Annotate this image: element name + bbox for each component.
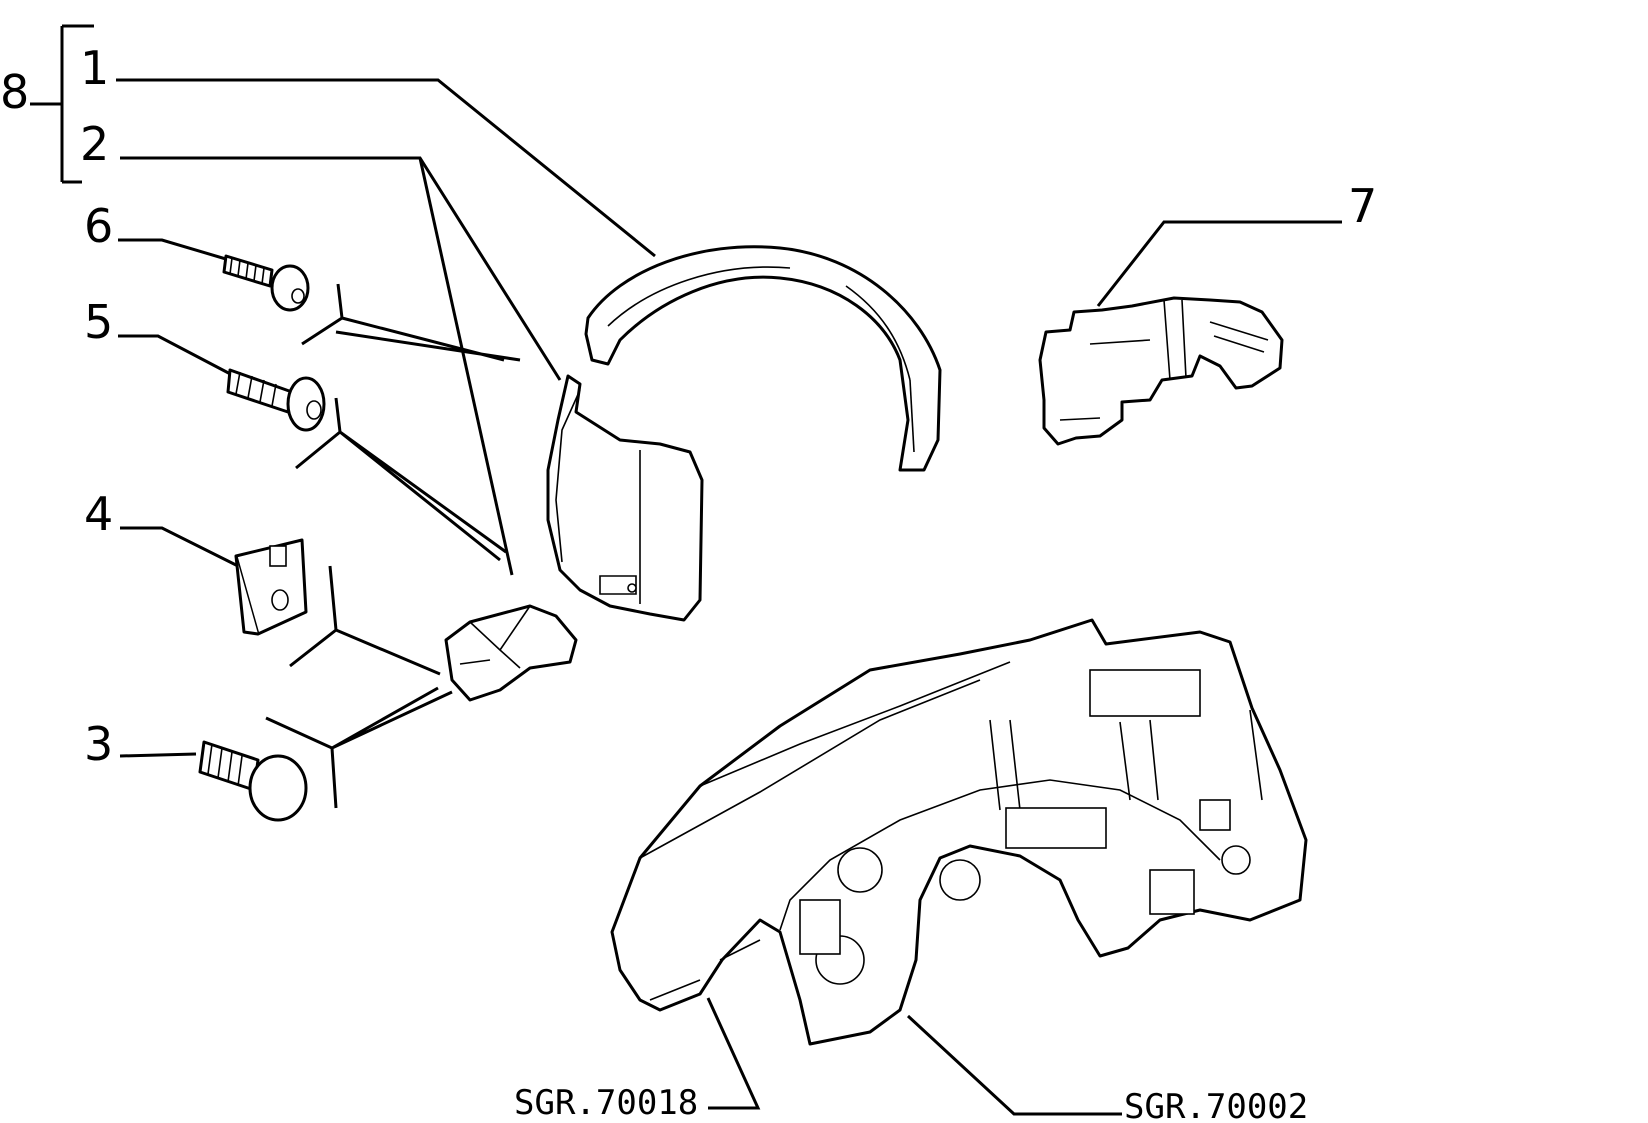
callout-1: 1 (80, 41, 109, 95)
callout-4: 4 (84, 487, 113, 541)
part-3-push-rivet (198, 740, 308, 822)
bracket-4-lines (289, 565, 441, 676)
part-7-side-bracket (1038, 296, 1284, 446)
callout-2: 2 (80, 117, 109, 171)
callout-8: 8 (0, 65, 29, 119)
body-side-assembly (610, 618, 1308, 1046)
leader-6 (118, 238, 237, 264)
reference-sgr-70018: SGR.70018 (514, 1083, 698, 1123)
leader-5 (118, 334, 239, 380)
leader-7 (1096, 220, 1342, 307)
callout-3: 3 (84, 717, 113, 771)
part-6-flange-screw (222, 254, 310, 312)
leader-1 (116, 78, 656, 258)
part-1-wheel-arch-moulding (584, 245, 942, 472)
leader-4 (120, 526, 239, 568)
leader-3 (119, 752, 197, 758)
leader-ref-right (906, 1014, 1122, 1116)
bracket-6-lines (301, 283, 521, 362)
leader-2b (418, 157, 514, 576)
leader-2a (120, 156, 562, 381)
part-4-clip-nut (234, 538, 308, 636)
bracket-8 (30, 24, 94, 184)
part-5-screw (226, 368, 326, 432)
leader-ref-left (706, 997, 761, 1110)
callout-6: 6 (84, 199, 113, 253)
bracket-5-lines (295, 397, 507, 562)
reference-sgr-70002: SGR.70002 (1124, 1087, 1308, 1123)
part-2-lower-bracket (444, 604, 578, 702)
callout-7: 7 (1348, 179, 1377, 233)
bracket-3-lines (265, 686, 453, 809)
part-2-liner-panel (546, 374, 704, 622)
callout-5: 5 (84, 295, 113, 349)
